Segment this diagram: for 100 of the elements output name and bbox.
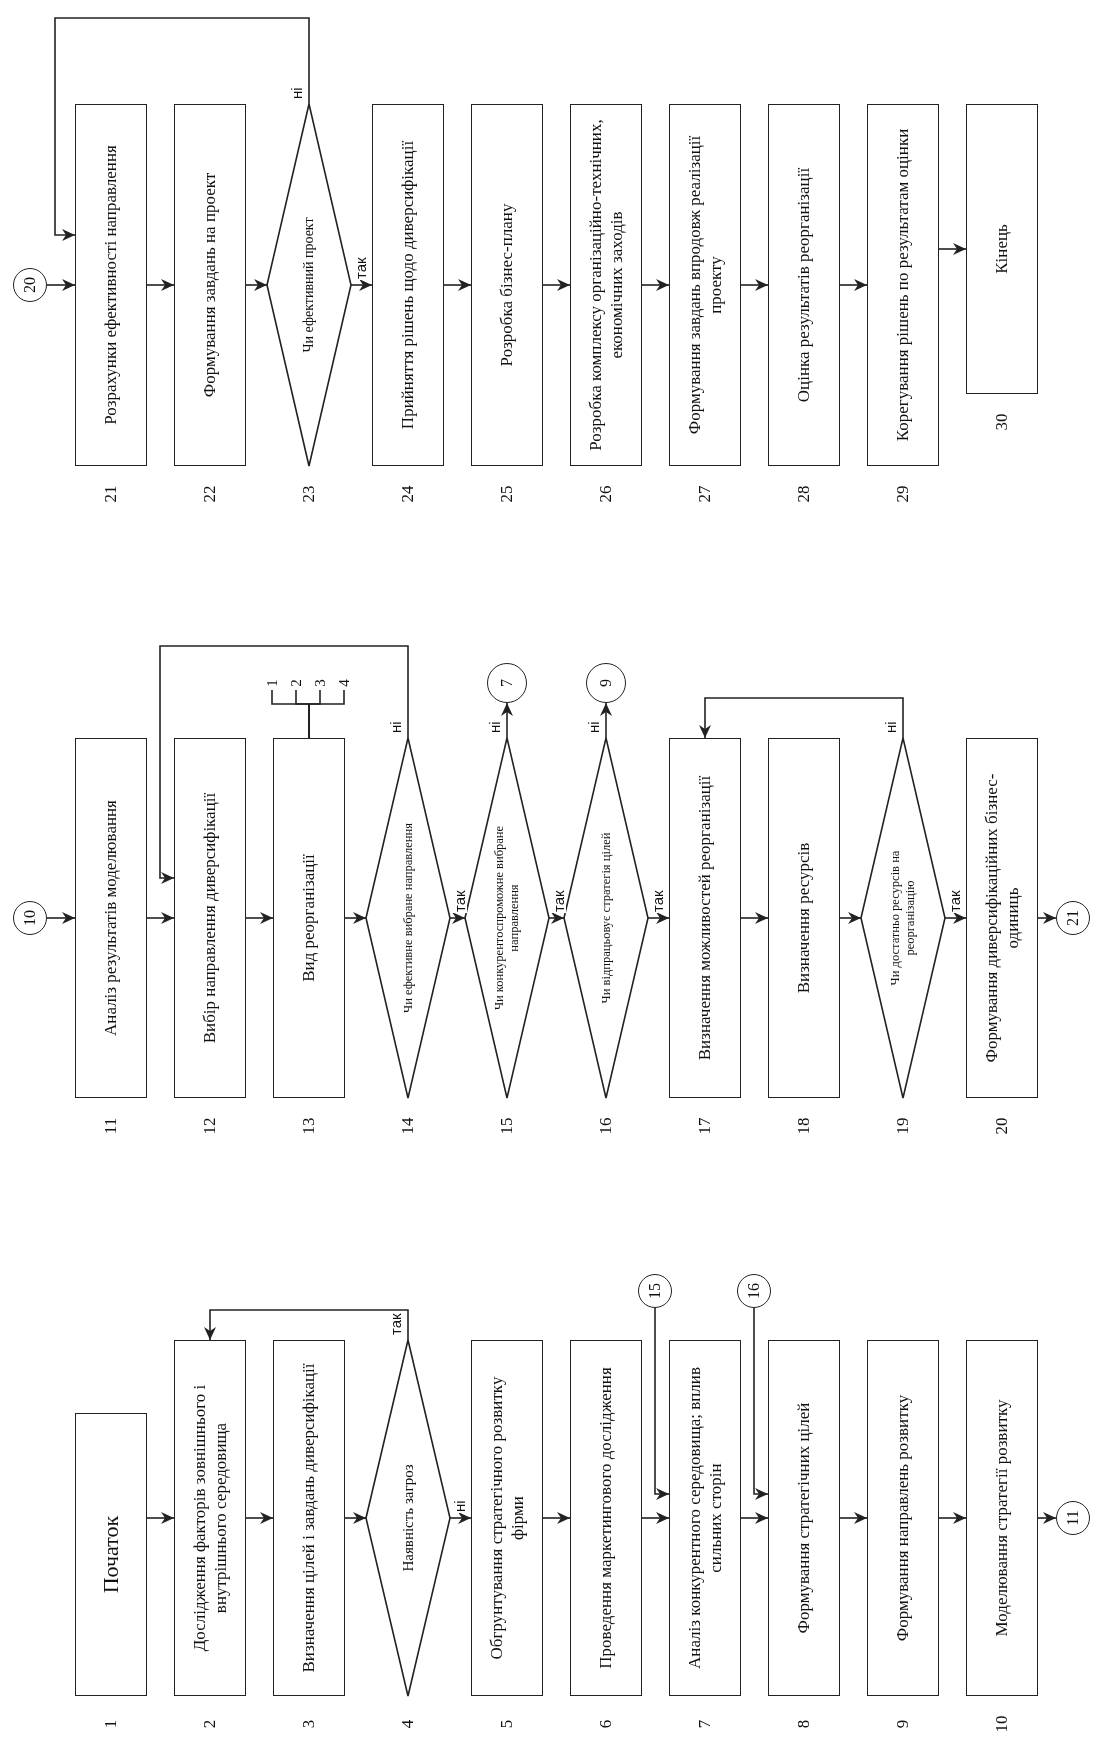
arrow [699, 697, 904, 739]
process-box [471, 104, 543, 466]
arrow [146, 1512, 175, 1524]
edge-label: ні [452, 1499, 467, 1513]
process-box [669, 104, 741, 466]
step-number: 20 [992, 1116, 1012, 1137]
process-text: Формування стратегічних цілей [793, 1402, 815, 1634]
process-box [570, 104, 642, 466]
process-box [966, 738, 1038, 1098]
process-text: Вид реорганізації [298, 854, 320, 982]
step-number: 14 [398, 1116, 418, 1137]
arrow [641, 279, 670, 291]
process-box [669, 1340, 741, 1696]
process-box [273, 1340, 345, 1696]
process-text: Формування завдань впродовж реалізації проекту [683, 134, 726, 437]
option-number: 4 [335, 679, 353, 687]
step-number: 17 [695, 1116, 715, 1137]
edge-label: ні [289, 86, 304, 100]
process-box [768, 104, 840, 466]
step-number: 12 [200, 1116, 220, 1137]
process-box [867, 104, 939, 466]
arrow [245, 1512, 274, 1524]
step-number: 25 [497, 484, 517, 505]
arrow [542, 1512, 571, 1524]
edge-label: так [551, 889, 566, 913]
process-box [867, 1340, 939, 1696]
process-text: Проведення маркетингового дослідження [595, 1367, 617, 1669]
step-number: 10 [992, 1714, 1012, 1735]
connector-label: 21 [1064, 910, 1082, 926]
process-text: Визначення можливостей реорганізації [694, 775, 716, 1061]
option-number: 3 [311, 679, 329, 687]
step-number: 15 [497, 1116, 517, 1137]
step-number: 21 [101, 484, 121, 505]
process-box [75, 104, 147, 466]
connector-circle [13, 901, 47, 935]
process-box [75, 738, 147, 1098]
step-number: 24 [398, 484, 418, 505]
process-text: Розробка комплексу організаційно-технічних, економічних заходів [584, 118, 627, 453]
arrow [839, 1512, 868, 1524]
step-number: 27 [695, 484, 715, 505]
arrow [146, 912, 175, 924]
edge-label: ні [883, 720, 898, 734]
process-text: Розрахунки ефективності направлення [100, 145, 122, 425]
edge-label: ні [586, 720, 601, 734]
arrow [344, 912, 367, 924]
step-number: 13 [299, 1116, 319, 1137]
edge-label: так [452, 889, 467, 913]
arrow [740, 1512, 769, 1524]
arrow [740, 912, 769, 924]
step-number: 8 [794, 1718, 814, 1731]
arrow [1037, 1512, 1057, 1524]
process-text: Розробка бізнес-плану [496, 203, 518, 367]
arrow [501, 702, 513, 739]
arrow [245, 279, 268, 291]
process-text: Аналіз результатів моделювання [100, 800, 122, 1036]
arrow [344, 1512, 367, 1524]
arrow [449, 912, 466, 924]
process-text: Дослідження факторів зовнішнього і внутрішнього середовища [188, 1383, 231, 1654]
process-text: Вибір направлення диверсифікації [199, 792, 221, 1044]
connector-label: 10 [21, 910, 39, 926]
connector-label: 15 [646, 1283, 664, 1299]
process-text: Оцінка результатів реорганізації [793, 167, 815, 403]
decision-text: Чи відпрацьовує стратегія цілей [598, 831, 614, 1006]
process-text: Корегування рішень по результатам оцінки [892, 128, 914, 442]
process-text: Прийняття рішень щодо диверсифікації [397, 140, 419, 430]
step-number: 9 [893, 1718, 913, 1731]
process-text: Формування направлень розвитку [892, 1394, 914, 1642]
process-text: Моделювання стратегії розвитку [991, 1399, 1013, 1637]
step-number: 3 [299, 1718, 319, 1731]
arrow [938, 1512, 967, 1524]
arrow [146, 279, 175, 291]
process-box [768, 738, 840, 1098]
step-number: 18 [794, 1116, 814, 1137]
step-number: 30 [992, 412, 1012, 433]
process-box [768, 1340, 840, 1696]
arrow [1037, 912, 1057, 924]
connector-label: 7 [498, 679, 516, 687]
arrow [54, 17, 310, 241]
arrow [600, 702, 612, 739]
process-box [174, 1340, 246, 1696]
process-text: Формування завдань на проект [199, 172, 221, 398]
decision-text: Наявність загроз [399, 1463, 417, 1574]
process-box [75, 1413, 147, 1696]
process-box [174, 104, 246, 466]
connector-label: 16 [745, 1283, 763, 1299]
step-number: 2 [200, 1718, 220, 1731]
step-number: 29 [893, 484, 913, 505]
arrow [654, 1307, 670, 1500]
option-number: 1 [263, 679, 281, 687]
connector-line [308, 689, 345, 739]
arrow [46, 912, 76, 924]
arrow [350, 279, 373, 291]
decision-text: Чи ефективний проект [300, 216, 317, 355]
process-text: Аналіз конкурентного середовища; вплив сильних сторін [683, 1366, 726, 1671]
process-text: Кінець [991, 224, 1013, 274]
connector-label: 9 [597, 679, 615, 687]
process-text: Обгрунтування стратегічного розвитку фірми [485, 1375, 528, 1662]
process-box [669, 738, 741, 1098]
arrow [449, 1512, 472, 1524]
decision-text: Чи ефективне вибране направлення [400, 822, 416, 1015]
